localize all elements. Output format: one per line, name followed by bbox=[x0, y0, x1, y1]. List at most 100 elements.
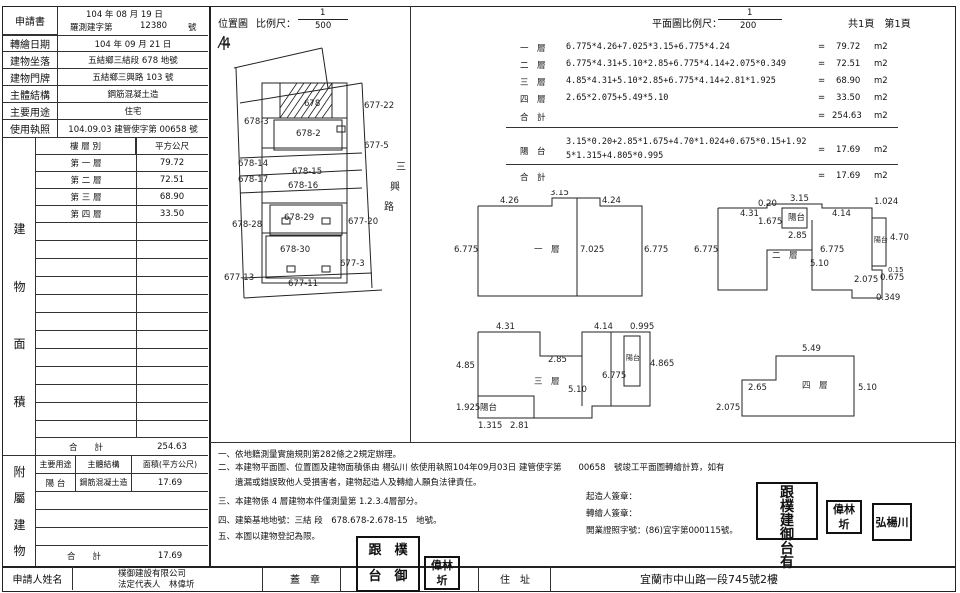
structure: 鋼筋混凝土造 bbox=[58, 86, 208, 103]
seal-char: 御 bbox=[780, 527, 794, 543]
calc-eq: = bbox=[818, 42, 826, 52]
balcony-total-label: 合 計 bbox=[520, 173, 546, 183]
dim-label: 5.10 bbox=[810, 259, 829, 269]
seal-char: 建 bbox=[780, 513, 794, 529]
unit-box bbox=[273, 119, 343, 151]
calc-unit: m2 bbox=[874, 76, 888, 86]
dim-label: 0.675 bbox=[880, 273, 904, 283]
applicant-no-prefix: 羅測建字第 bbox=[70, 23, 113, 33]
empty-row bbox=[36, 403, 208, 421]
balcony-tag: 陽台 bbox=[874, 235, 888, 244]
divider bbox=[262, 566, 263, 591]
hatch bbox=[300, 82, 326, 119]
calc-value: 72.51 bbox=[836, 59, 861, 69]
fraction-bar bbox=[718, 19, 782, 20]
calc-rule bbox=[506, 164, 898, 165]
dim-label: 7.025 bbox=[580, 245, 604, 255]
calc-label: 一 層 bbox=[520, 44, 546, 54]
dim-label: 6.775 bbox=[694, 245, 718, 255]
parcel-line bbox=[361, 82, 373, 289]
note-line: 一、依地籍測量實施規則第282條之2規定辦理。 bbox=[218, 450, 402, 460]
calc-value: 79.72 bbox=[836, 42, 861, 52]
person-seal: 偉 林 圻 bbox=[826, 500, 862, 534]
annex-total-label: 合 計 bbox=[66, 552, 101, 562]
side-char: 附 bbox=[13, 464, 26, 479]
side-char: 建 bbox=[13, 517, 26, 532]
calc-unit: m2 bbox=[874, 59, 888, 69]
calc-value: 68.90 bbox=[836, 76, 861, 86]
building-row-area: 68.90 bbox=[136, 189, 208, 206]
dim-label: 4.85 bbox=[456, 361, 475, 371]
calc-value: 33.50 bbox=[836, 93, 861, 103]
note-line: 三、本建物係 4 層建物本件僅測量第 1.2.3.4層部分。 bbox=[218, 497, 423, 507]
empty-row bbox=[36, 510, 208, 528]
hatch bbox=[286, 82, 312, 119]
note-line: 四、建築基地地號：三結 段 678.678-2.678-15 地號。 bbox=[218, 516, 442, 526]
hatch bbox=[293, 82, 319, 119]
building-side-column bbox=[3, 138, 36, 456]
hatch bbox=[307, 82, 333, 119]
dim-label: 4.31 bbox=[740, 209, 759, 219]
applicant-name-label: 申請人姓名 bbox=[3, 567, 73, 590]
floor-name: 三 層 bbox=[534, 377, 560, 387]
seal-char: 跟 bbox=[368, 543, 382, 558]
floor2-balcony bbox=[871, 217, 887, 267]
small-box bbox=[321, 265, 331, 273]
seal-char: 御 bbox=[394, 569, 408, 584]
applicant-label: 申請書 bbox=[3, 7, 58, 35]
empty-row bbox=[36, 313, 208, 331]
applicant-no-suffix: 號 bbox=[188, 23, 197, 33]
calc-unit: m2 bbox=[874, 93, 888, 103]
dim-label: 1.315 bbox=[478, 421, 502, 431]
parcel-line bbox=[239, 169, 363, 177]
balcony-tag: 陽台 bbox=[480, 402, 497, 413]
dim-label: 3.15 bbox=[790, 194, 809, 204]
annex-col-area: 面積(平方公尺) bbox=[132, 456, 208, 474]
drafter-sign-label: 轉繪人簽章： bbox=[586, 509, 638, 519]
dim-label: 0.20 bbox=[758, 199, 777, 209]
license-label: 使用執照 bbox=[3, 120, 58, 138]
north-label: 4 bbox=[222, 36, 231, 52]
dim-label: 1.925 bbox=[456, 403, 480, 413]
structure-label: 主體結構 bbox=[3, 86, 58, 103]
side-char: 屬 bbox=[13, 491, 26, 506]
empty-row bbox=[36, 295, 208, 313]
seal-char: 圻 bbox=[436, 573, 448, 587]
lot-label: 678 bbox=[304, 99, 320, 109]
empty-row bbox=[36, 259, 208, 277]
calc-label: 四 層 bbox=[520, 95, 546, 105]
annex-col-use: 主要用途 bbox=[36, 456, 76, 474]
dim-label: 6.775 bbox=[820, 245, 844, 255]
use: 住宅 bbox=[58, 103, 208, 120]
location-scale-den: 500 bbox=[315, 21, 332, 31]
floor-col-divider bbox=[136, 138, 137, 438]
applicant-no: 12380 bbox=[140, 21, 168, 31]
dim-label: 4.24 bbox=[602, 196, 621, 206]
footer-company-seal: 跟 樸 台 御 bbox=[356, 536, 420, 592]
address: 宜蘭市中山路一段745號2樓 bbox=[640, 573, 778, 586]
dim-label: 4.14 bbox=[832, 209, 851, 219]
calc-unit: m2 bbox=[874, 42, 888, 52]
annex-total: 17.69 bbox=[157, 551, 183, 561]
unit-box bbox=[269, 204, 343, 236]
fraction-bar bbox=[298, 19, 348, 20]
side-char: 建 bbox=[13, 222, 26, 237]
parcel-line bbox=[243, 289, 383, 299]
calc-label: 二 層 bbox=[520, 61, 546, 71]
parcel-line bbox=[241, 272, 373, 279]
location-scale-label: 比例尺： bbox=[256, 19, 296, 30]
balcony-formula: 3.15*0.20+2.85*1.675+4.70*1.024+0.675*0.… bbox=[566, 137, 807, 147]
balcony-label: 陽 台 bbox=[520, 147, 546, 157]
empty-row bbox=[36, 421, 208, 438]
notes-rule bbox=[210, 442, 955, 443]
dim-label: 2.65 bbox=[748, 383, 767, 393]
balcony-tag: 陽台 bbox=[788, 212, 805, 223]
road-label: 三 bbox=[396, 162, 406, 173]
balcony-total-eq: = bbox=[818, 171, 826, 181]
license-cert: 開業證照字號：(86)宜字第000115號。 bbox=[586, 526, 738, 536]
calc-label: 合 計 bbox=[520, 113, 546, 123]
transfer-date: 104 年 09 月 21 日 bbox=[58, 36, 208, 52]
dim-label: 1.675 bbox=[758, 217, 782, 227]
empty-row bbox=[36, 385, 208, 403]
calc-rule bbox=[506, 127, 898, 128]
